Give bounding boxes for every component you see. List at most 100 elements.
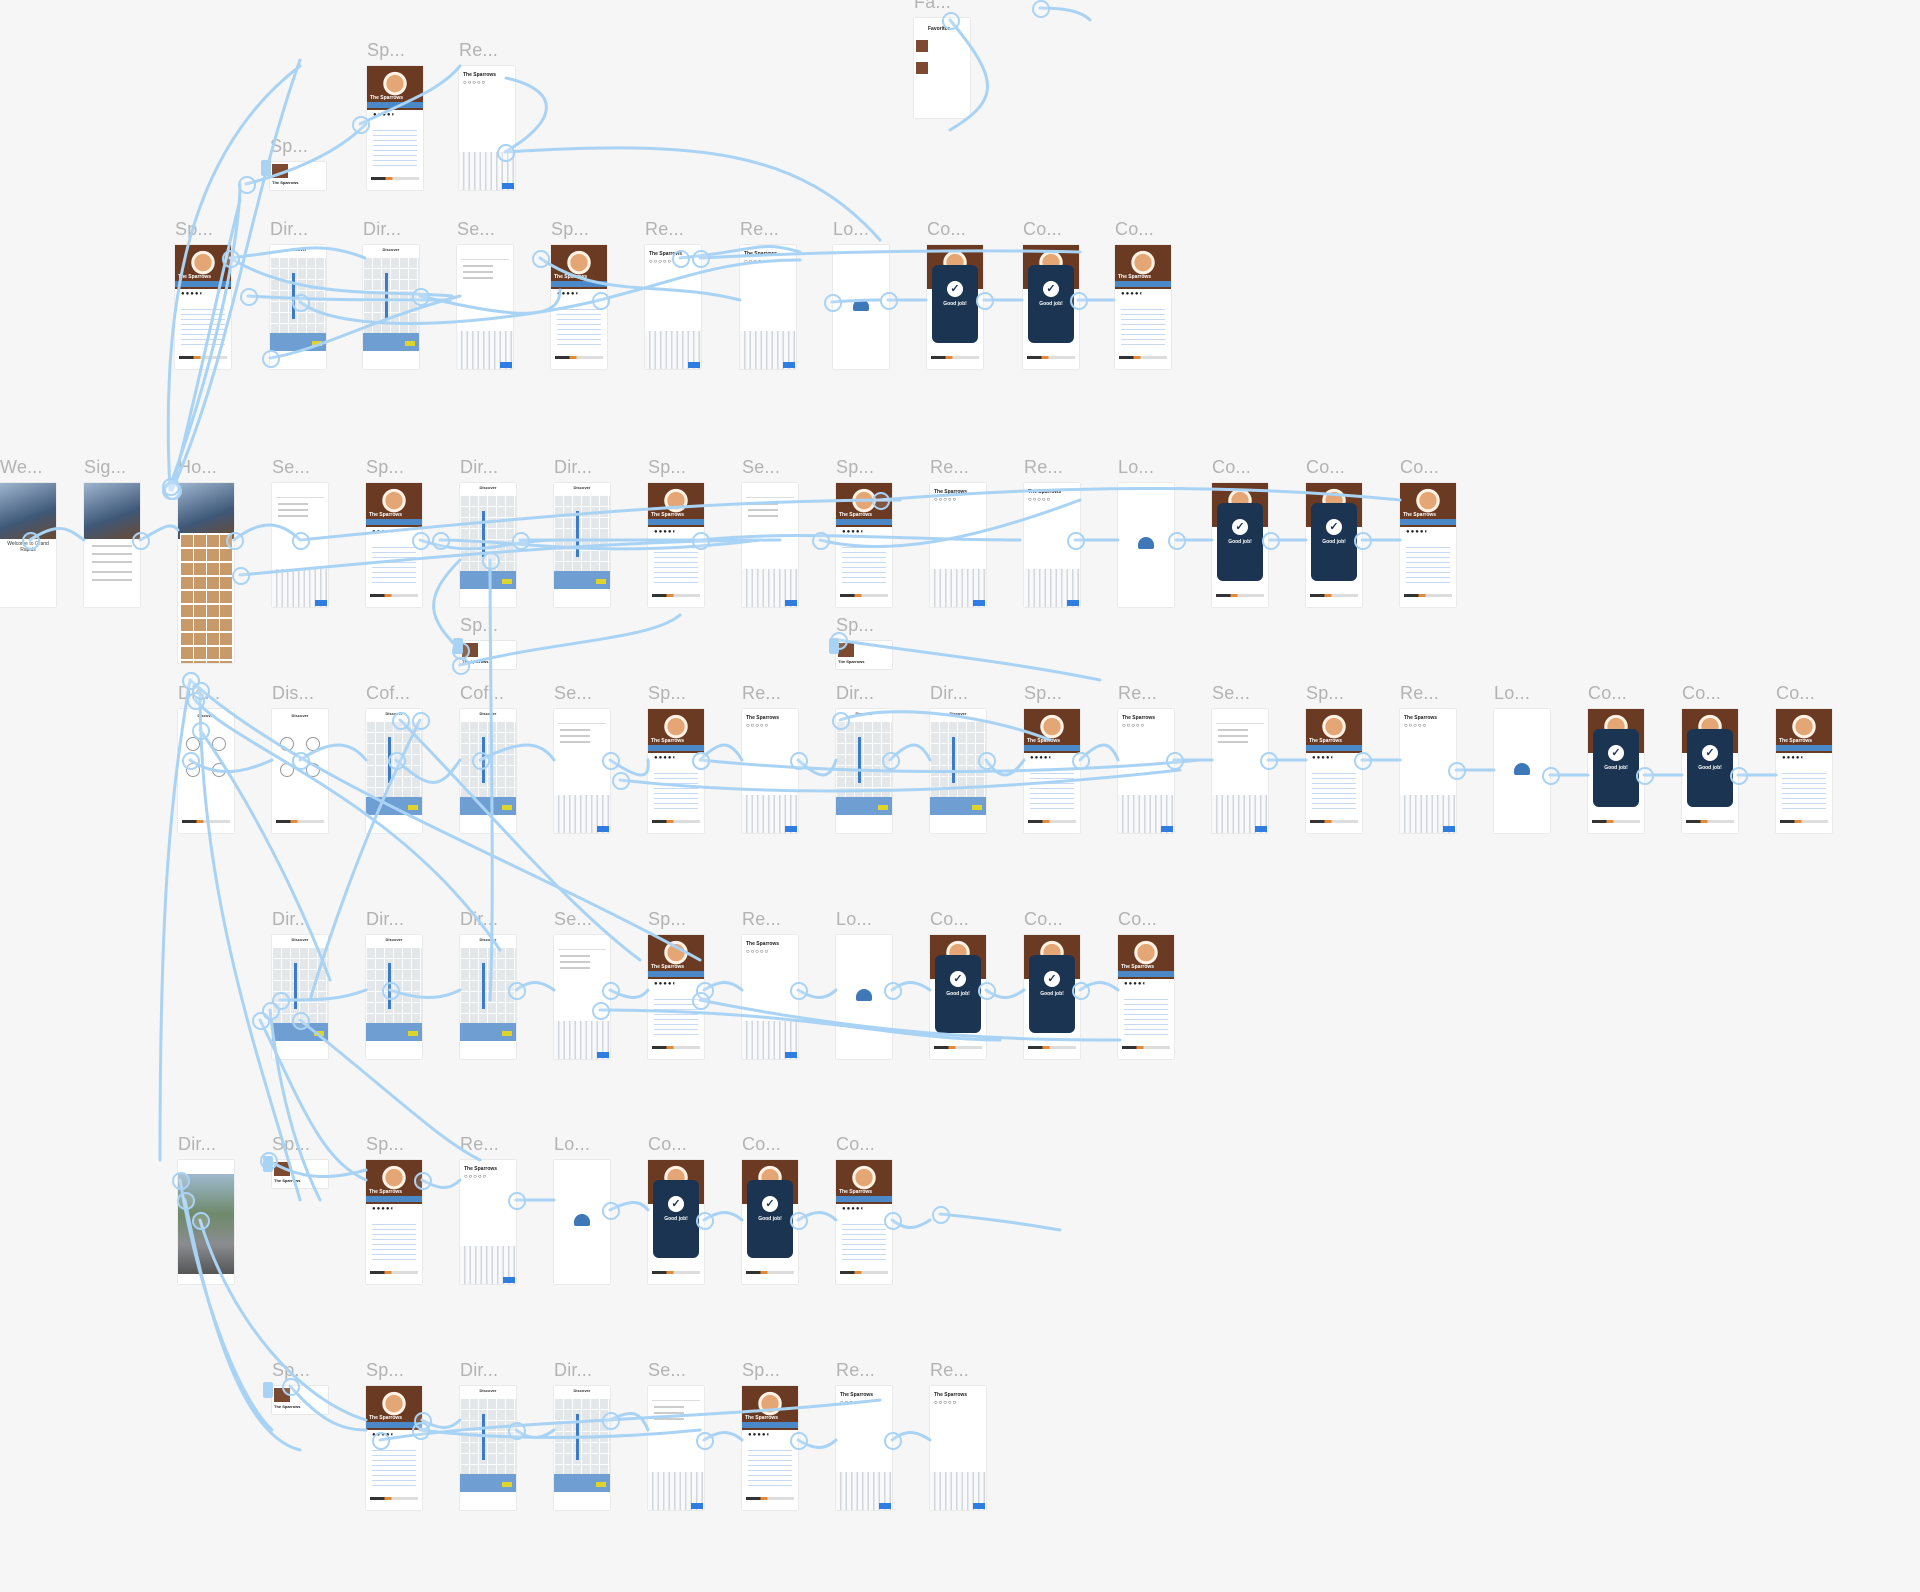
- go-button[interactable]: [596, 579, 606, 584]
- artboard-label[interactable]: Co...: [1023, 219, 1063, 239]
- rating-circles[interactable]: ○○○○○: [1122, 723, 1146, 729]
- search-input[interactable]: [276, 493, 324, 498]
- artboard-label[interactable]: Re...: [740, 219, 780, 239]
- rating-circles[interactable]: ○○○○○: [744, 259, 768, 265]
- tab-bar[interactable]: [370, 594, 418, 597]
- artboard-label[interactable]: Co...: [1588, 683, 1628, 703]
- artboard-label[interactable]: Dir...: [930, 683, 969, 703]
- tab-bar[interactable]: [840, 1271, 888, 1274]
- hotspot-circle[interactable]: [172, 1172, 190, 1190]
- artboard-label[interactable]: Co...: [1212, 457, 1252, 477]
- artboard-label[interactable]: Sp...: [648, 909, 687, 929]
- go-button[interactable]: [972, 805, 982, 810]
- hotspot-circle[interactable]: [1032, 0, 1050, 18]
- rating-circles[interactable]: ○○○○○: [746, 723, 770, 729]
- rating-circles[interactable]: ○○○○○: [1028, 497, 1052, 503]
- hotspot-circle[interactable]: [832, 712, 850, 730]
- artboard-label[interactable]: Lo...: [554, 1134, 591, 1154]
- hotspot-circle[interactable]: [192, 682, 210, 700]
- directions-bar[interactable]: [551, 281, 607, 287]
- hotspot-circle[interactable]: [692, 532, 710, 550]
- artboard-label[interactable]: Dir...: [366, 909, 405, 929]
- artboard-loading[interactable]: [1118, 483, 1174, 607]
- search-input[interactable]: [1216, 719, 1264, 724]
- artboard-label[interactable]: Se...: [554, 909, 593, 929]
- hotspot-circle[interactable]: [382, 982, 400, 1000]
- directions-bar[interactable]: [175, 281, 231, 287]
- hotspot-circle[interactable]: [292, 1012, 310, 1030]
- artboard-review[interactable]: The Sparrows○○○○○: [1118, 709, 1174, 833]
- search-result[interactable]: [654, 1418, 684, 1420]
- artboard-minicard[interactable]: The Sparrows: [270, 162, 326, 190]
- directions-bar[interactable]: [648, 971, 704, 977]
- hotspot-circle[interactable]: [292, 532, 310, 550]
- artboard-search[interactable]: [554, 935, 610, 1059]
- tab-bar[interactable]: [370, 1271, 418, 1274]
- hotspot-circle[interactable]: [132, 532, 150, 550]
- hotspot-circle[interactable]: [1067, 532, 1085, 550]
- artboard-label[interactable]: Co...: [927, 219, 967, 239]
- artboard-map[interactable]: Discover: [460, 709, 516, 833]
- search-key[interactable]: [597, 1052, 609, 1058]
- search-key[interactable]: [597, 826, 609, 832]
- directions-bar[interactable]: [1306, 745, 1362, 751]
- artboard-spot[interactable]: The Sparrows●●●●◐: [367, 66, 423, 190]
- go-button[interactable]: [502, 805, 512, 810]
- hotspot-circle[interactable]: [1354, 532, 1372, 550]
- hotspot-circle[interactable]: [192, 722, 210, 740]
- artboard-label[interactable]: Re...: [460, 1134, 500, 1154]
- search-result[interactable]: [560, 735, 590, 737]
- artboard-label[interactable]: Dir...: [178, 1134, 217, 1154]
- artboard-label[interactable]: Sp...: [367, 40, 406, 60]
- artboard-label[interactable]: Dir...: [270, 219, 309, 239]
- artboard-label[interactable]: Dir...: [836, 683, 875, 703]
- artboard-label[interactable]: Co...: [742, 1134, 782, 1154]
- search-result[interactable]: [748, 509, 778, 511]
- tab-bar[interactable]: [370, 1497, 418, 1500]
- artboard-complete[interactable]: ✓Good job!: [1023, 245, 1079, 369]
- tab-bar[interactable]: [1119, 356, 1167, 359]
- artboard-map[interactable]: Discover: [460, 483, 516, 607]
- hotspot-circle[interactable]: [497, 144, 515, 162]
- artboard-review[interactable]: The Sparrows○○○○○: [930, 1386, 986, 1510]
- directions-bar[interactable]: [648, 519, 704, 525]
- tab-bar[interactable]: [182, 820, 230, 823]
- hotspot-circle[interactable]: [790, 1212, 808, 1230]
- artboard-label[interactable]: Dir...: [460, 1360, 499, 1380]
- search-result[interactable]: [560, 955, 590, 957]
- artboard-label[interactable]: Lo...: [1118, 457, 1155, 477]
- hotspot-circle[interactable]: [882, 752, 900, 770]
- artboard-label[interactable]: Sp...: [648, 457, 687, 477]
- artboard-label[interactable]: Sp...: [1306, 683, 1345, 703]
- artboard-home[interactable]: [178, 483, 234, 663]
- search-result[interactable]: [654, 1412, 684, 1414]
- search-input[interactable]: [558, 945, 606, 950]
- tab-bar[interactable]: [1028, 1046, 1076, 1049]
- go-button[interactable]: [502, 579, 512, 584]
- artboard-label[interactable]: We...: [0, 457, 43, 477]
- artboard-map[interactable]: Discover: [554, 483, 610, 607]
- tab-bar[interactable]: [931, 356, 979, 359]
- tab-bar[interactable]: [371, 177, 419, 180]
- submit-key[interactable]: [973, 600, 985, 606]
- rating-circles[interactable]: ○○○○○: [934, 497, 958, 503]
- hotspot-circle[interactable]: [226, 532, 244, 550]
- hotspot-circle[interactable]: [1354, 752, 1372, 770]
- hotspot-circle[interactable]: [372, 1432, 390, 1450]
- artboard-label[interactable]: Sp...: [366, 1134, 405, 1154]
- search-result[interactable]: [1218, 729, 1248, 731]
- artboard-search[interactable]: [742, 483, 798, 607]
- artboard-label[interactable]: Sp...: [460, 615, 499, 635]
- artboard-label[interactable]: Se...: [742, 457, 781, 477]
- directions-bar[interactable]: [367, 102, 423, 108]
- artboard-label[interactable]: Lo...: [833, 219, 870, 239]
- directions-bar[interactable]: [366, 1196, 422, 1202]
- artboard-label[interactable]: Co...: [1118, 909, 1158, 929]
- search-result[interactable]: [463, 265, 493, 267]
- category-icon[interactable]: [212, 763, 226, 777]
- artboard-review[interactable]: The Sparrows○○○○○: [740, 245, 796, 369]
- artboard-label[interactable]: Dir...: [554, 1360, 593, 1380]
- directions-bar[interactable]: [1024, 745, 1080, 751]
- route-summary[interactable]: [460, 797, 516, 815]
- artboard-review[interactable]: The Sparrows○○○○○: [742, 709, 798, 833]
